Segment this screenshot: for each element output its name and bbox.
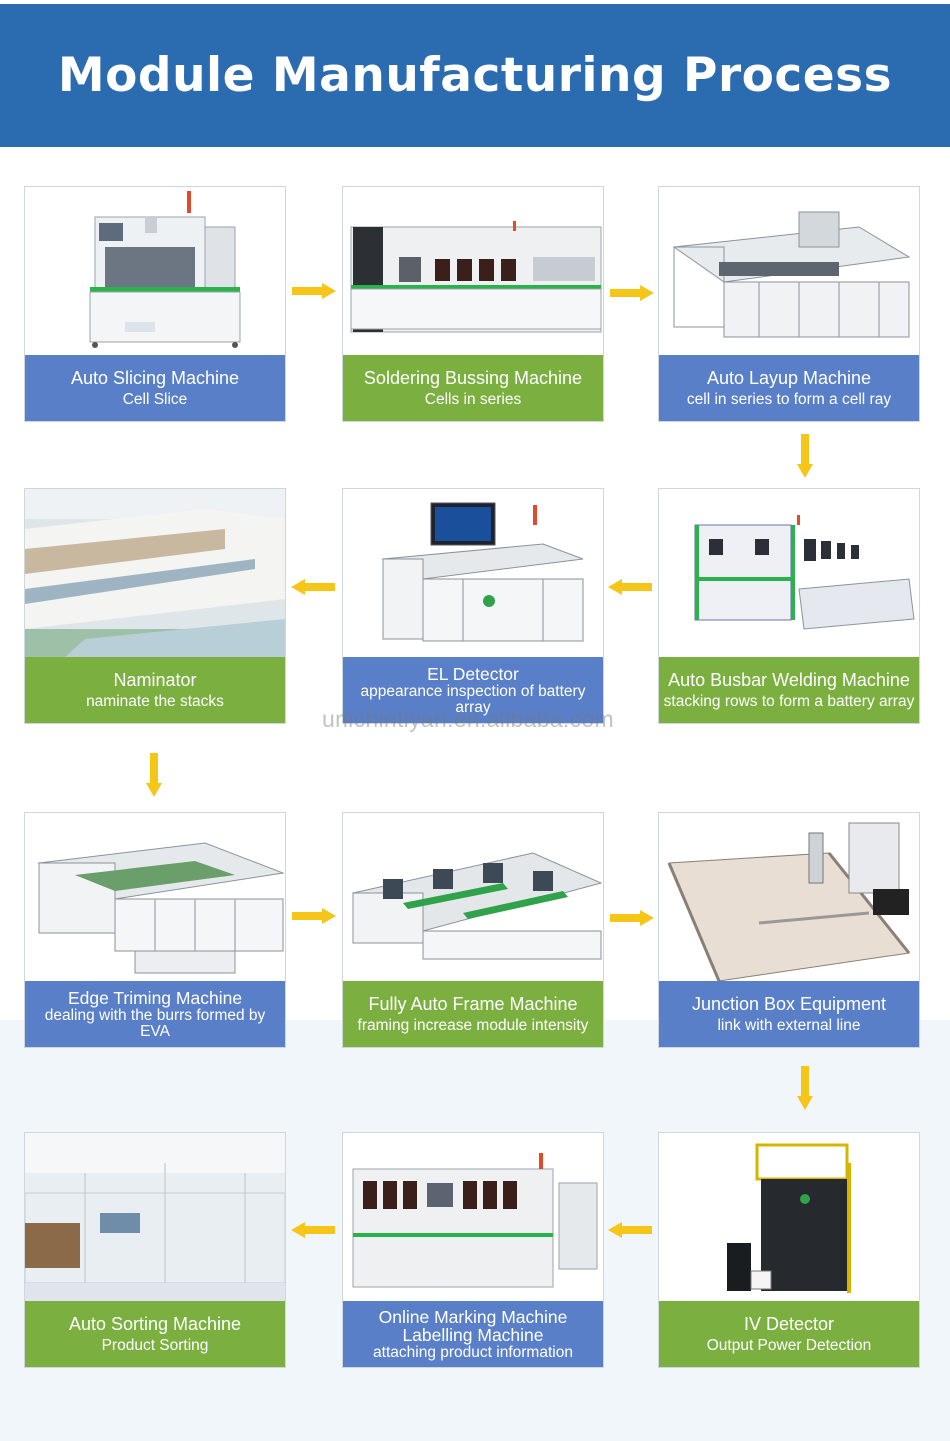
step-title: Edge Triming Machine [67, 987, 243, 1008]
step-card-naminator: Naminator naminate the stacks [24, 488, 286, 724]
arrow-left-icon [608, 1222, 652, 1238]
step-title: Junction Box Equipment [691, 994, 887, 1014]
arrow-right-icon [292, 908, 336, 924]
arrow-right-icon [610, 910, 654, 926]
step-card-soldering-bussing: Soldering Bussing Machine Cells in serie… [342, 186, 604, 422]
step-card-junction-box: Junction Box Equipment link with externa… [658, 812, 920, 1048]
step-card-auto-sorting: Auto Sorting Machine Product Sorting [24, 1132, 286, 1368]
step-caption: Auto Slicing Machine Cell Slice [25, 355, 285, 421]
step-subtitle: Product Sorting [101, 1337, 209, 1354]
arrow-down-icon [797, 434, 813, 478]
step-subtitle: stacking rows to form a battery array [663, 693, 915, 710]
step-title: Auto Sorting Machine [68, 1314, 242, 1334]
step-subtitle: Output Power Detection [706, 1337, 872, 1354]
header-banner: Module Manufacturing Process [0, 0, 950, 147]
iv-detector-image [659, 1133, 919, 1301]
step-card-auto-slicing: Auto Slicing Machine Cell Slice [24, 186, 286, 422]
step-card-online-marking: Online Marking Machine Labelling Machine… [342, 1132, 604, 1368]
step-subtitle: attaching product information [373, 1343, 573, 1361]
step-title: EL Detector [427, 663, 519, 684]
step-caption: Fully Auto Frame Machine framing increas… [343, 981, 603, 1047]
arrow-down-icon [797, 1066, 813, 1110]
step-subtitle: framing increase module intensity [357, 1017, 589, 1034]
step-card-auto-layup: Auto Layup Machine cell in series to for… [658, 186, 920, 422]
page-title: Module Manufacturing Process [57, 48, 893, 103]
auto-layup-machine-image [659, 187, 919, 355]
watermark: unichintiyan.en.alibaba.com [322, 706, 614, 732]
edge-triming-machine-image [25, 813, 285, 981]
arrow-right-icon [610, 285, 654, 301]
step-card-iv-detector: IV Detector Output Power Detection [658, 1132, 920, 1368]
step-title: Auto Layup Machine [706, 368, 872, 388]
step-caption: IV Detector Output Power Detection [659, 1301, 919, 1367]
step-title: Auto Slicing Machine [70, 368, 240, 388]
step-caption: Auto Sorting Machine Product Sorting [25, 1301, 285, 1367]
step-caption: Auto Layup Machine cell in series to for… [659, 355, 919, 421]
arrow-right-icon [292, 283, 336, 299]
step-caption: Auto Busbar Welding Machine stacking row… [659, 657, 919, 723]
step-card-fully-auto-frame: Fully Auto Frame Machine framing increas… [342, 812, 604, 1048]
step-caption: Junction Box Equipment link with externa… [659, 981, 919, 1047]
auto-slicing-machine-image [25, 187, 285, 355]
step-title: Naminator [113, 670, 197, 690]
step-caption: EL Detector appearance inspection of bat… [343, 657, 603, 723]
step-card-el-detector: EL Detector appearance inspection of bat… [342, 488, 604, 724]
step-title: Auto Busbar Welding Machine [668, 670, 910, 690]
fully-auto-frame-machine-image [343, 813, 603, 981]
auto-busbar-welding-machine-image [659, 489, 919, 657]
step-subtitle: Cell Slice [122, 391, 188, 408]
step-caption: Online Marking Machine Labelling Machine… [343, 1301, 603, 1367]
step-caption: Naminator naminate the stacks [25, 657, 285, 723]
step-title: Soldering Bussing Machine [363, 368, 583, 388]
step-title: IV Detector [743, 1314, 835, 1334]
arrow-left-icon [608, 579, 652, 595]
step-title: Fully Auto Frame Machine [368, 994, 578, 1014]
step-card-auto-busbar-welding: Auto Busbar Welding Machine stacking row… [658, 488, 920, 724]
junction-box-equipment-image [659, 813, 919, 981]
el-detector-image [343, 489, 603, 657]
step-subtitle: cell in series to form a cell ray [686, 391, 892, 408]
step-subtitle: dealing with the burrs formed by EVA [44, 1006, 266, 1040]
arrow-down-icon [146, 753, 162, 797]
step-title: Online Marking Machine Labelling Machine [378, 1306, 568, 1345]
soldering-bussing-machine-image [343, 187, 603, 355]
step-subtitle: Cells in series [424, 391, 522, 408]
step-card-edge-triming: Edge Triming Machine dealing with the bu… [24, 812, 286, 1048]
arrow-left-icon [291, 579, 335, 595]
step-subtitle: link with external line [717, 1017, 861, 1034]
naminator-image [25, 489, 285, 657]
step-caption: Edge Triming Machine dealing with the bu… [25, 981, 285, 1047]
online-marking-labelling-machine-image [343, 1133, 603, 1301]
arrow-left-icon [291, 1222, 335, 1238]
auto-sorting-machine-image [25, 1133, 285, 1301]
step-subtitle: appearance inspection of battery array [360, 682, 586, 716]
step-subtitle: naminate the stacks [86, 693, 224, 710]
step-caption: Soldering Bussing Machine Cells in serie… [343, 355, 603, 421]
